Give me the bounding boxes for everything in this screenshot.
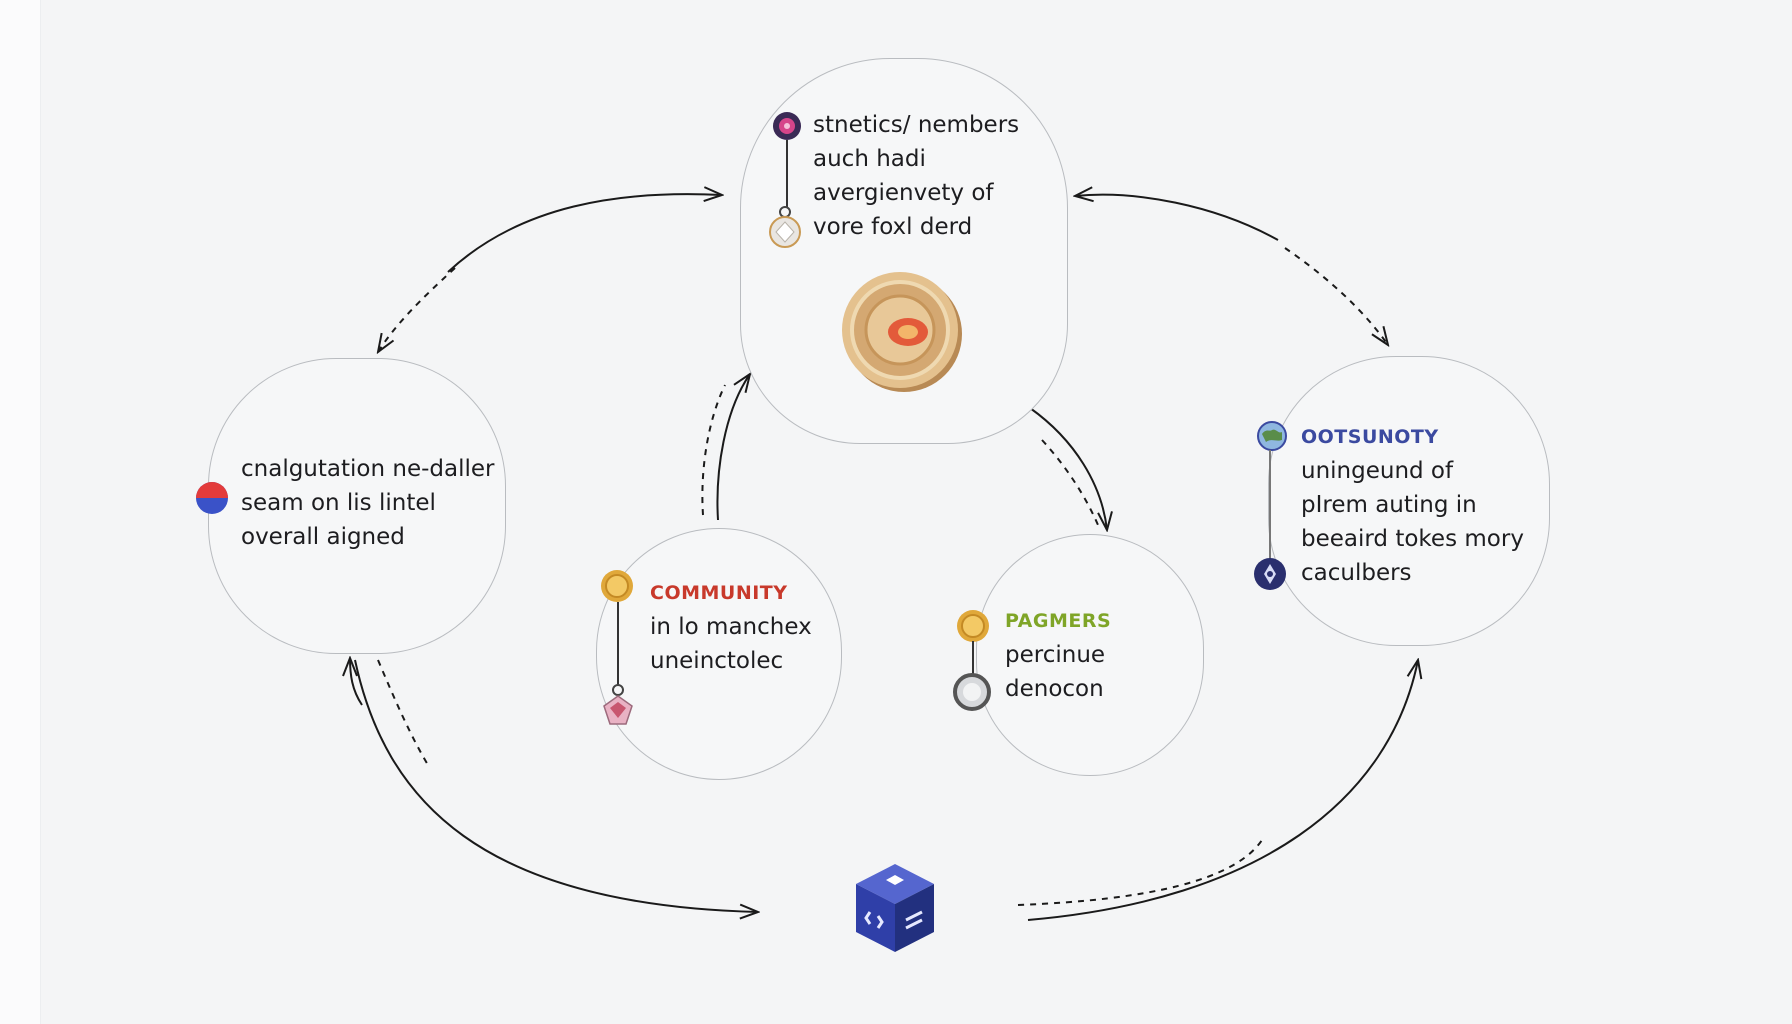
arrow-community-to-top: [716, 374, 750, 521]
node-top-line-3: avergienvety of: [813, 180, 994, 206]
opportunity-line-1: uningeund of: [1301, 458, 1454, 484]
dashed-left-to-cube: [377, 659, 429, 766]
node-community-text: COMMUNITY in lo manchex uneinctolec: [650, 576, 812, 678]
arrow-left-to-top: [447, 194, 722, 273]
dashed-top-to-right: [1284, 247, 1388, 345]
node-top-line-4: vore foxl derd: [813, 214, 973, 240]
opportunity-chain-line: [1269, 450, 1271, 560]
pink-gem-icon: [596, 682, 640, 730]
pagmers-heading: PAGMERS: [1005, 610, 1112, 632]
arrow-right-to-top: [1075, 195, 1279, 241]
node-left: [208, 358, 506, 654]
gold-coin-icon: [838, 268, 966, 394]
node-left-text: cnalgutation ne-daller seam on lis linte…: [241, 452, 494, 554]
dashed-community-to-top: [701, 384, 726, 516]
navy-badge-icon: [1252, 556, 1288, 592]
node-left-line-1: cnalgutation ne-daller: [241, 456, 495, 482]
blue-cube-icon: [852, 862, 938, 954]
arrow-left-to-cube: [354, 659, 758, 912]
community-heading: COMMUNITY: [650, 582, 788, 604]
opportunity-line-4: caculbers: [1301, 560, 1412, 586]
node-top-line-1: stnetics/ nembers: [813, 112, 1020, 138]
arrow-cube-to-right: [1027, 660, 1418, 921]
community-chain-line: [617, 602, 619, 686]
globe-icon: [1256, 420, 1288, 452]
node-pagmers-text: PAGMERS percinue denocon: [1005, 604, 1111, 706]
node-opportunity-text: OOTSUNOTY uningeund of pIrem auting in b…: [1301, 420, 1524, 590]
node-pagmers: [976, 534, 1204, 776]
node-top-line-2: auch hadi: [813, 146, 926, 172]
opportunity-line-2: pIrem auting in: [1301, 492, 1477, 518]
small-coin-icon: [600, 569, 634, 603]
ring-icon: [952, 672, 992, 712]
node-left-line-3: overall aigned: [241, 524, 405, 550]
dashed-top-to-pagmers: [1041, 439, 1099, 526]
node-community: [596, 528, 842, 780]
pagmers-line-1: percinue: [1005, 642, 1106, 668]
opportunity-line-3: beeaird tokes mory: [1301, 526, 1524, 552]
purple-badge-icon: [772, 110, 802, 142]
node-top-text: stnetics/ nembers auch hadi avergienvety…: [813, 108, 1019, 244]
community-line-2: uneinctolec: [650, 648, 784, 674]
small-coin-icon-pagmers: [956, 609, 990, 643]
opportunity-heading: OOTSUNOTY: [1301, 426, 1439, 448]
pagmers-line-2: denocon: [1005, 676, 1104, 702]
node-opportunity: [1268, 356, 1550, 646]
pagmers-chain-line: [972, 641, 974, 675]
top-chain-line: [786, 140, 788, 208]
dashed-cube-to-right: [1017, 839, 1263, 906]
node-left-line-2: seam on lis lintel: [241, 490, 436, 516]
gem-icon: [766, 204, 804, 248]
arrow-cube-to-left: [350, 658, 363, 706]
left-margin-strip: [0, 0, 41, 1024]
community-line-1: in lo manchex: [650, 614, 812, 640]
red-blue-dot-icon: [195, 481, 229, 515]
dashed-top-to-left: [378, 267, 456, 352]
arrow-top-to-pagmers: [1029, 407, 1107, 530]
